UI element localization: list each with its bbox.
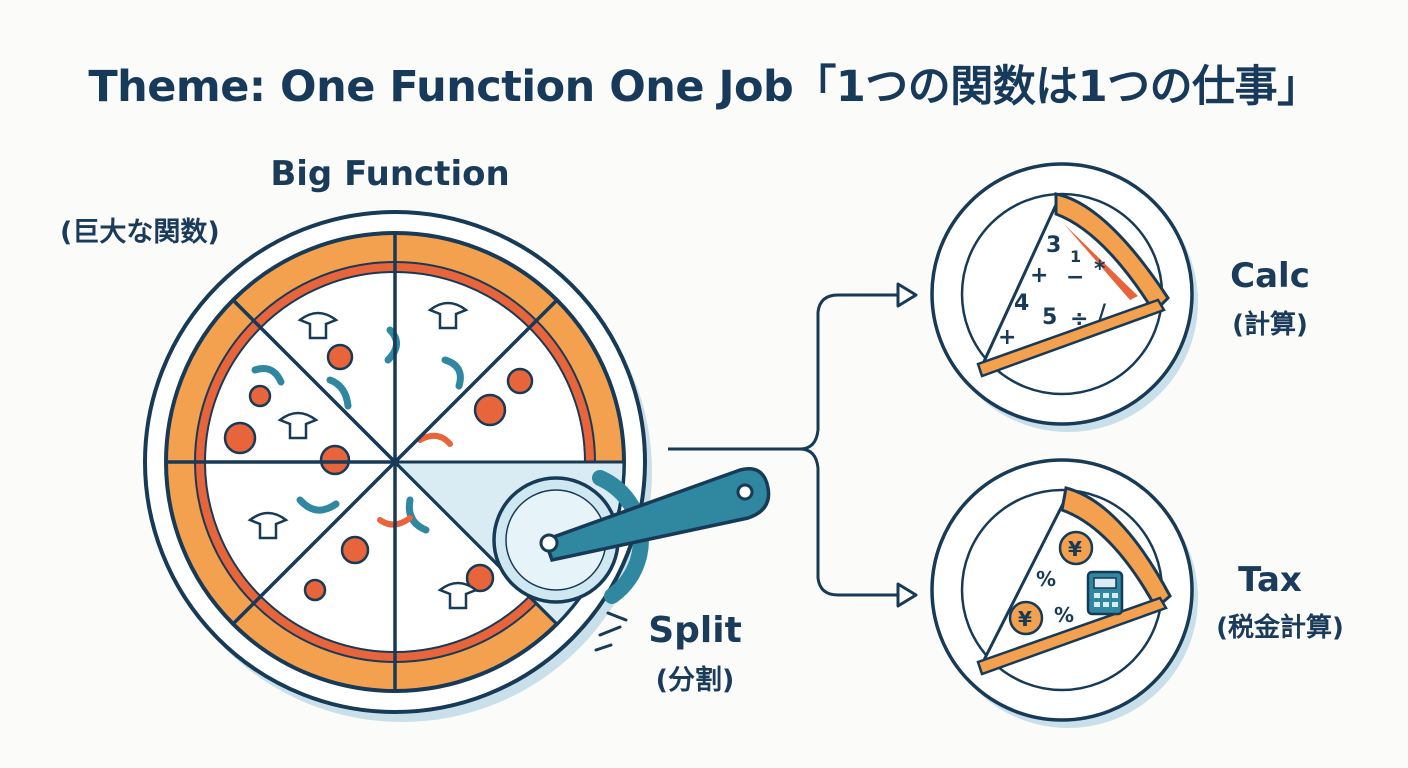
svg-text:%: %	[1036, 567, 1056, 591]
tax-label: Tax	[1238, 560, 1302, 600]
math-symbols-icon: 3 1 + − * 4 5 ÷ / +	[998, 233, 1107, 350]
svg-text:+: +	[998, 325, 1016, 350]
svg-text:4: 4	[1014, 291, 1029, 316]
yen-calculator-icon: ¥ ¥ % %	[1008, 530, 1124, 636]
split-label: Split	[648, 610, 742, 651]
big-pizza	[143, 210, 652, 722]
svg-text:5: 5	[1042, 305, 1057, 330]
svg-text:¥: ¥	[1018, 607, 1032, 631]
svg-text:÷: ÷	[1070, 307, 1088, 332]
svg-text:%: %	[1054, 603, 1074, 627]
calc-plate: 3 1 + − * 4 5 ÷ / +	[930, 162, 1198, 432]
toppings	[223, 301, 534, 610]
split-label-jp: (分割)	[655, 665, 735, 696]
svg-text:*: *	[1094, 257, 1106, 282]
svg-text:−: −	[1066, 265, 1084, 290]
svg-text:1: 1	[1070, 247, 1081, 266]
calc-label: Calc	[1230, 256, 1310, 296]
svg-text:¥: ¥	[1068, 537, 1082, 561]
tax-plate: ¥ ¥ % %	[930, 458, 1198, 728]
big-function-label: Big Function	[270, 154, 510, 194]
svg-text:/: /	[1098, 301, 1107, 326]
calc-label-jp: (計算)	[1232, 310, 1308, 340]
split-arrows	[668, 282, 918, 608]
svg-text:+: +	[1030, 263, 1048, 288]
pizza-cutter-icon	[492, 467, 771, 652]
svg-text:3: 3	[1046, 233, 1061, 258]
big-function-label-jp: (巨大な関数)	[60, 217, 220, 248]
tax-label-jp: (税金計算)	[1216, 613, 1344, 643]
page-title: Theme: One Function One Job「1つの関数は1つの仕事」	[88, 62, 1320, 112]
